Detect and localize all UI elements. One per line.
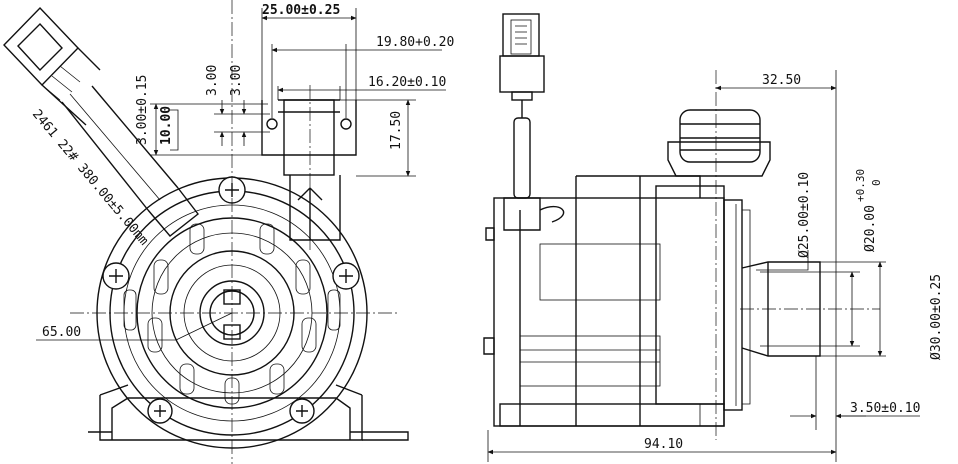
dim-65: 65.00	[42, 325, 81, 340]
dim-dia-25: Ø25.00±0.10	[797, 172, 812, 258]
dim-10-00: 10.00	[159, 106, 174, 145]
side-view: 32.50 Ø25.00±0.10 Ø20.00 +0.30 0 Ø30.00±…	[483, 13, 944, 462]
dim-dia-20-tol-lower: 0	[870, 179, 883, 186]
outlet-spout	[261, 99, 357, 241]
front-view: 25.00±0.25 19.80+0.20 16.20±0.10 3.00±0.…	[3, 0, 454, 464]
dim-94-1: 94.10	[644, 437, 683, 452]
dim-dia-30: Ø30.00±0.25	[929, 274, 944, 360]
dim-16-2: 16.20±0.10	[368, 75, 446, 90]
dim-19-8: 19.80+0.20	[376, 35, 454, 50]
dim-3-00-b: 3.00	[229, 65, 244, 96]
dim-17-50: 17.50	[389, 111, 404, 150]
dim-dia-20: Ø20.00	[863, 205, 878, 252]
dim-3-00-a: 3.00	[205, 65, 220, 96]
dim-32-5: 32.50	[762, 73, 801, 88]
dim-25: 25.00±0.25	[262, 3, 340, 18]
cable	[61, 85, 199, 237]
dimension-lines-front	[36, 8, 446, 341]
connector-plug	[3, 6, 101, 126]
dim-3-5: 3.50±0.10	[850, 401, 920, 416]
cable-side	[503, 117, 565, 231]
mounting-bracket	[88, 384, 409, 441]
screw-icon	[102, 176, 360, 424]
dimension-lines-side	[487, 70, 920, 462]
dim-dia-20-tol-upper: +0.30	[854, 169, 867, 202]
dim-3-00-tol: 3.00±0.15	[135, 75, 150, 145]
motor-body	[483, 175, 725, 427]
cable-spec: 2461 22# 380.00±5.00mm	[29, 107, 151, 249]
pump-head	[655, 109, 771, 411]
connector-plug-side	[499, 13, 545, 118]
